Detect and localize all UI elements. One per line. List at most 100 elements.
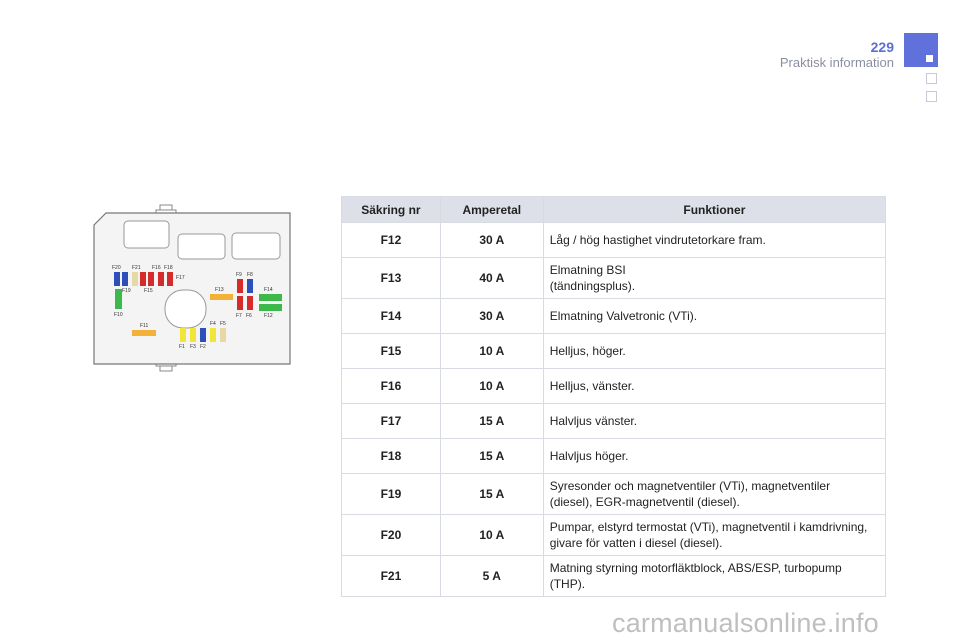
fuse-f3 [190,328,196,342]
function-cell: Elmatning BSI(tändningsplus). [542,257,887,299]
function-cell: Pumpar, elstyrd termostat (VTi), magnetv… [542,514,887,556]
fuse-f15 [140,272,146,286]
header-amperage: Amperetal [439,196,544,223]
fuse-number-cell: F12 [341,222,441,258]
function-cell: Låg / hög hastighet vindrutetorkare fram… [542,222,887,258]
label-f18: F18 [164,265,173,271]
function-cell: Helljus, höger. [542,333,887,369]
amperage-cell: 5 A [439,555,544,597]
label-f1: F1 [179,344,185,350]
fuse-f11 [132,330,156,336]
amperage-cell: 30 A [439,298,544,334]
fuse-f18 [158,272,164,286]
label-f4: F4 [210,321,216,327]
function-cell: Elmatning Valvetronic (VTi). [542,298,887,334]
amperage-cell: 15 A [439,403,544,439]
label-f3: F3 [190,344,196,350]
fuse-number-cell: F20 [341,514,441,556]
page-number: 229 [870,39,894,55]
relay [177,233,226,260]
chapter-tab-active[interactable] [904,33,938,67]
label-f15: F15 [144,288,153,294]
chapter-tab-outline[interactable] [926,73,937,84]
amperage-cell: 10 A [439,333,544,369]
fuse-f2 [200,328,206,342]
header-fuse-number: Säkring nr [341,196,441,223]
label-f17: F17 [176,275,185,281]
fuse-box-diagram: F20 F21 F16 F18 F17 F19 F15 F9 F8 F14 F1… [92,200,292,372]
chapter-tab-marker [926,55,933,62]
label-f2: F2 [200,344,206,350]
fuse-number-cell: F15 [341,333,441,369]
amperage-cell: 10 A [439,514,544,556]
fuse-f16 [148,272,154,286]
relay [231,232,281,260]
label-f8: F8 [247,272,253,278]
fuse-number-cell: F18 [341,438,441,474]
section-title: Praktisk information [779,55,894,70]
function-cell: Halvljus höger. [542,438,887,474]
fuse-f12 [259,304,282,311]
label-f21: F21 [132,265,141,271]
label-f12: F12 [264,313,273,319]
function-cell: Halvljus vänster. [542,403,887,439]
fuse-number-cell: F21 [341,555,441,597]
fuse-f13 [210,294,233,300]
fuse-f17 [167,272,173,286]
watermark: carmanualsonline.info [612,608,879,638]
label-f14: F14 [264,287,273,293]
fuse-f20 [114,272,120,286]
amperage-cell: 10 A [439,368,544,404]
fuse-number-cell: F16 [341,368,441,404]
fuse-f5 [220,328,226,342]
amperage-cell: 30 A [439,222,544,258]
fuse-f9 [237,279,243,293]
label-f10: F10 [114,312,123,318]
function-cell: Syresonder och magnetventiler (VTi), mag… [542,473,887,515]
label-f7: F7 [236,313,242,319]
label-f16: F16 [152,265,161,271]
table-header-row: Säkring nr Amperetal Funktioner [341,196,887,223]
connector-oval [164,289,207,329]
fuse-box-svg: F20 F21 F16 F18 F17 F19 F15 F9 F8 F14 F1… [93,204,291,372]
label-f11: F11 [140,323,148,329]
function-cell: Matning styrning motorfläktblock, ABS/ES… [542,555,887,597]
fuse-f1 [180,328,186,342]
fuse-f21 [132,272,138,286]
bottom-clip [159,365,173,372]
fuse-f10 [115,289,122,309]
label-f13: F13 [215,287,224,293]
fuse-number-cell: F19 [341,473,441,515]
relay [123,220,170,249]
label-f6: F6 [246,313,252,319]
function-cell: Helljus, vänster. [542,368,887,404]
amperage-cell: 40 A [439,257,544,299]
fuse-f19 [122,272,128,286]
label-f20: F20 [112,265,121,271]
fuse-number-cell: F14 [341,298,441,334]
fuse-f7 [237,296,243,310]
amperage-cell: 15 A [439,438,544,474]
fuse-f14 [259,294,282,301]
fuse-f4 [210,328,216,342]
chapter-tab-outline[interactable] [926,91,937,102]
amperage-cell: 15 A [439,473,544,515]
header-functions: Funktioner [542,196,887,223]
fuse-f6 [247,296,253,310]
fuse-number-cell: F17 [341,403,441,439]
fuse-f8 [247,279,253,293]
label-f19: F19 [122,288,131,294]
label-f5: F5 [220,321,226,327]
fuse-number-cell: F13 [341,257,441,299]
